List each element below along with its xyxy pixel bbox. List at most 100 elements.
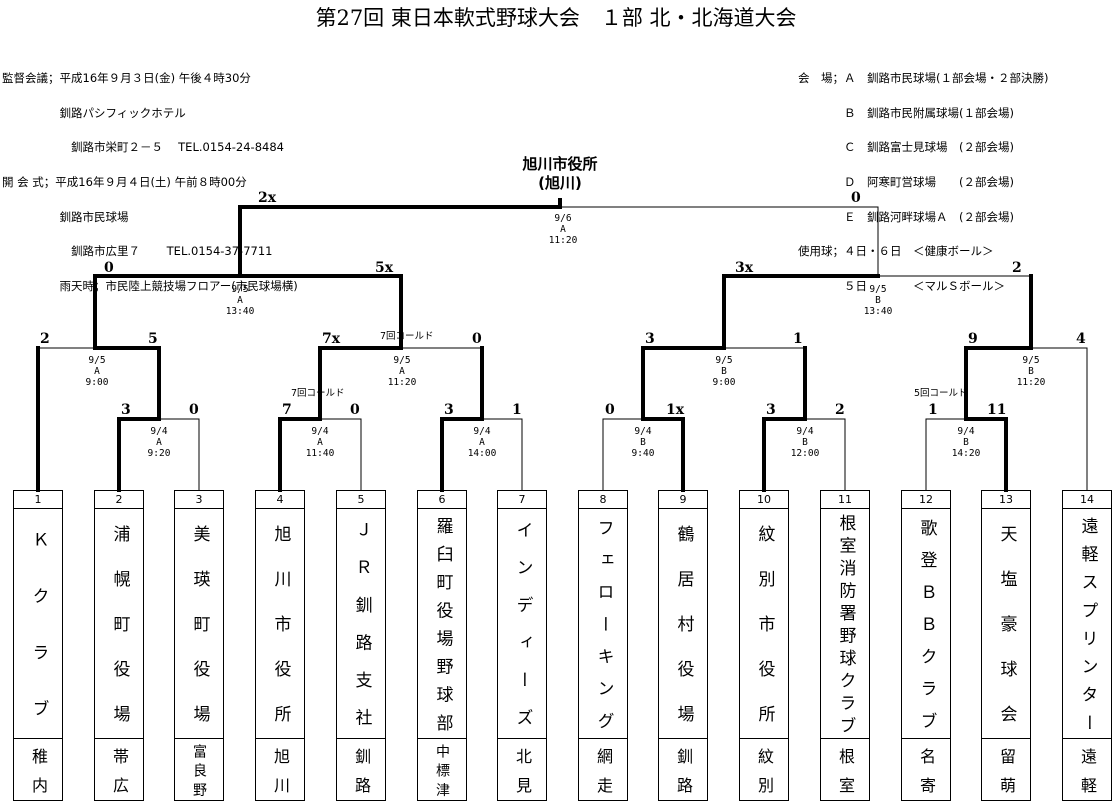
match-date: 9/5: [231, 284, 249, 295]
match-venue: A: [156, 437, 162, 448]
score: 0: [350, 402, 360, 418]
score: 1: [512, 402, 522, 418]
champion-name: 旭川市役所: [522, 155, 598, 173]
team-region-cell: 北見: [498, 739, 546, 802]
team-region: 根室: [836, 747, 855, 802]
team-number: 4: [256, 491, 304, 509]
score: 3: [645, 331, 655, 347]
team-region-cell: 留萌: [982, 739, 1030, 802]
match-time: 9:00: [85, 377, 109, 388]
match-date: 9/4: [473, 426, 491, 437]
match-time: 13:40: [863, 306, 893, 317]
score: 7x: [322, 331, 341, 347]
match-time: 11:20: [387, 377, 417, 388]
match-time: 11:20: [1016, 377, 1046, 388]
team-name-cell: 紋別市役所: [740, 509, 788, 739]
team-box: 13 天塩豪球会留萌: [981, 490, 1031, 801]
score: 5x: [375, 260, 394, 276]
champion-region: (旭川): [538, 174, 582, 192]
match-venue: A: [560, 224, 566, 235]
info-line: 釧路市広里７ TEL.0154-37-7711: [2, 244, 273, 259]
team-name: 旭川市役所: [270, 525, 291, 739]
score: 0: [189, 402, 199, 418]
score: 1: [928, 402, 938, 418]
score: 7: [282, 402, 292, 418]
info-line: 釧路パシフィックホテル: [2, 105, 186, 120]
team-name: 羅臼町役場野球部: [432, 516, 453, 739]
match-venue: A: [479, 437, 485, 448]
team-number: 5: [337, 491, 385, 509]
match-date: 9/5: [88, 355, 106, 366]
team-number: 13: [982, 491, 1030, 509]
team-region-cell: 遠軽: [1063, 739, 1111, 802]
score: 3: [766, 402, 776, 418]
score: 4: [1076, 331, 1086, 347]
team-name-cell: 羅臼町役場野球部: [418, 509, 466, 739]
team-name: インディーズ: [512, 521, 533, 739]
team-region-cell: 名寄: [902, 739, 950, 802]
team-number: 3: [175, 491, 223, 509]
score: 2: [835, 402, 845, 418]
score: 3: [121, 402, 131, 418]
match-time: 9:20: [147, 448, 171, 459]
match-venue: A: [94, 366, 100, 377]
team-box: 8 フェローキング網走: [578, 490, 628, 801]
score: 5: [148, 331, 158, 347]
team-region: 中標津: [434, 743, 450, 801]
match-time: 12:00: [790, 448, 820, 459]
match-venue: A: [317, 437, 323, 448]
score: 9: [968, 331, 978, 347]
team-name: 歌登ＢＢクラブ: [916, 518, 937, 739]
match-time: 9:40: [631, 448, 655, 459]
score: 0: [472, 331, 482, 347]
team-name: フェローキング: [593, 518, 614, 739]
team-region-cell: 中標津: [418, 739, 466, 801]
team-number: 8: [579, 491, 627, 509]
match-date: 9/4: [634, 426, 652, 437]
team-region: 網走: [594, 747, 613, 802]
info-line: 使用球；４日・６日 ＜健康ボール＞: [798, 244, 994, 259]
team-region: 紋別: [755, 747, 774, 802]
team-region: 遠軽: [1078, 747, 1097, 802]
team-region-cell: 紋別: [740, 739, 788, 802]
called-game-note: 7回コールド: [380, 331, 434, 342]
match-date: 9/5: [869, 284, 887, 295]
team-region-cell: 網走: [579, 739, 627, 802]
team-name-cell: ＪＲ釧路支社: [337, 509, 385, 739]
match-venue: A: [399, 366, 405, 377]
team-name-cell: Ｋクラブ: [14, 509, 62, 739]
match-date: 9/5: [393, 355, 411, 366]
match-time: 11:40: [305, 448, 335, 459]
team-name: 遠軽スプリンター: [1077, 516, 1098, 739]
called-game-note: 7回コールド: [291, 388, 345, 399]
match-venue: B: [721, 366, 727, 377]
match-time: 14:00: [467, 448, 497, 459]
team-name: Ｋクラブ: [28, 530, 49, 739]
score: 11: [987, 402, 1007, 418]
score: 3x: [735, 260, 754, 276]
team-name: 鶴居村役場: [673, 525, 694, 739]
info-line: Ｄ 阿寒町営球場 (２部会場): [798, 175, 1014, 190]
team-region-cell: 根室: [821, 739, 869, 802]
team-name-cell: 鶴居村役場: [659, 509, 707, 739]
score: 2: [1012, 260, 1022, 276]
match-venue: B: [802, 437, 808, 448]
match-time: 9:00: [712, 377, 736, 388]
team-region-cell: 稚内: [14, 739, 62, 802]
team-name: 天塩豪球会: [996, 525, 1017, 739]
team-name: 根室消防署野球クラブ: [835, 513, 856, 739]
match-date: 9/5: [715, 355, 733, 366]
team-name-cell: インディーズ: [498, 509, 546, 739]
team-number: 11: [821, 491, 869, 509]
